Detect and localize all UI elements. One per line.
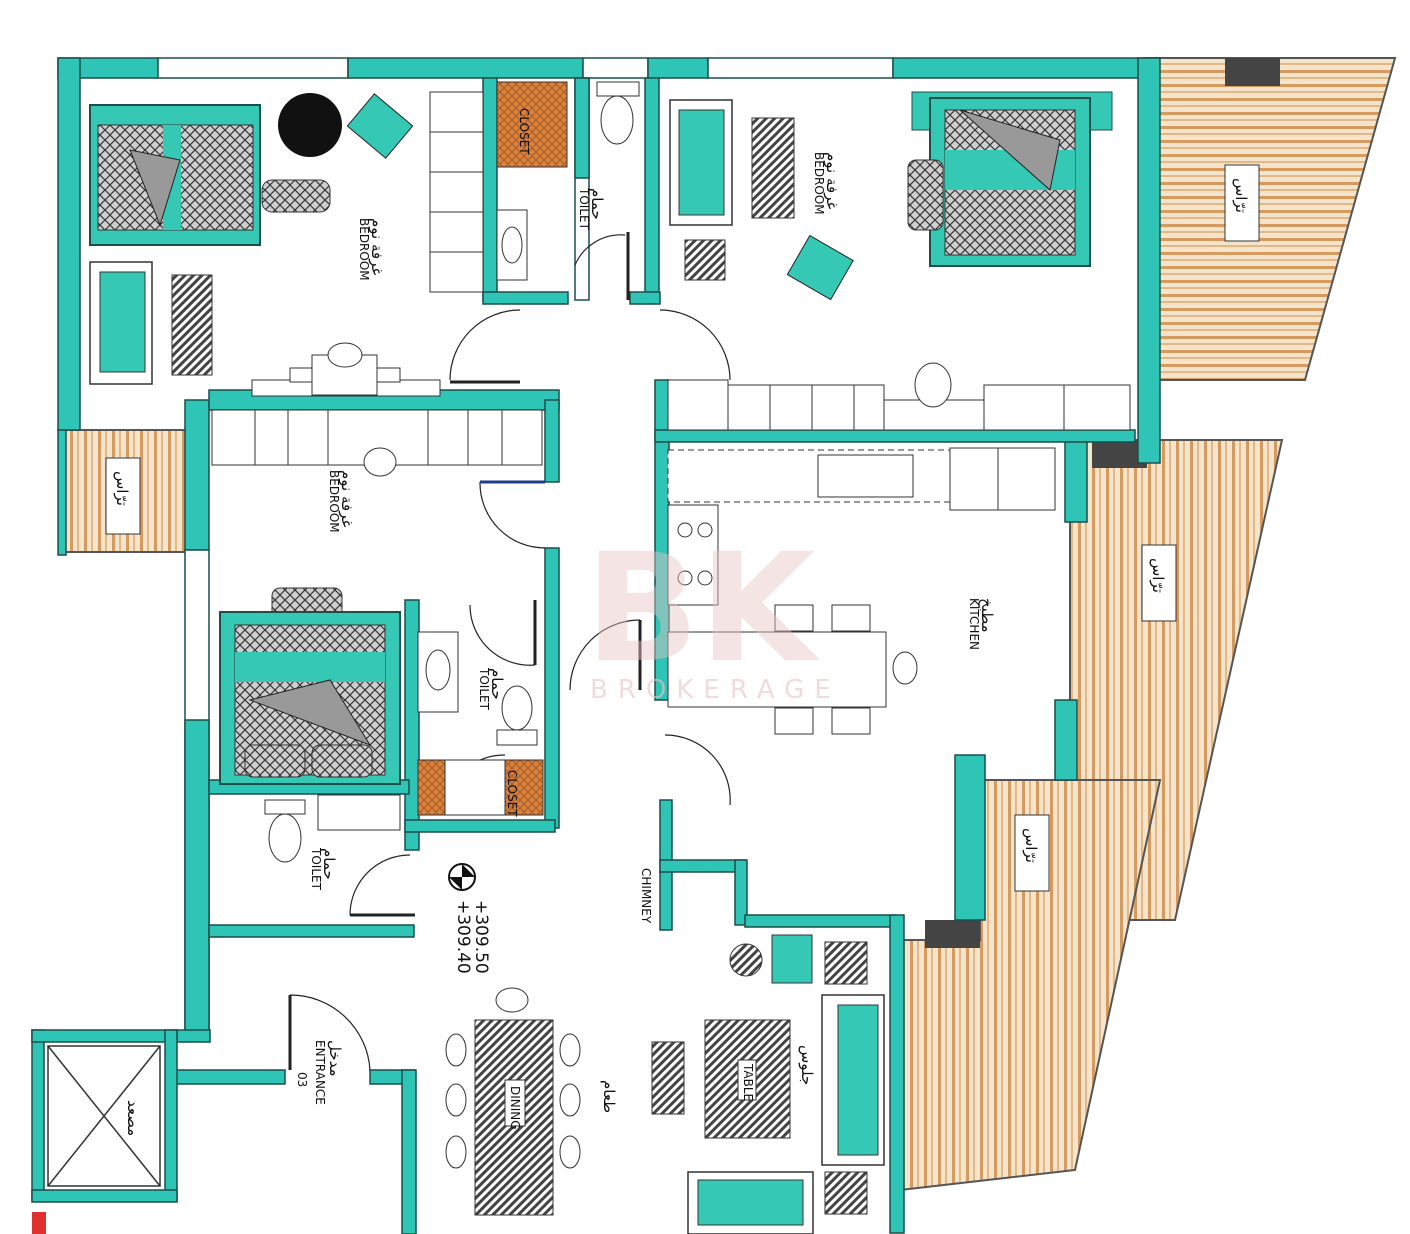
plant-living: [824, 941, 868, 985]
dining-table-label: DINING: [508, 1086, 522, 1130]
svg-text:ترّاس: ترّاس: [1232, 178, 1250, 213]
bed-top-left: [89, 104, 261, 246]
round-rug-icon: [278, 93, 342, 157]
level-marker: [448, 863, 476, 891]
dining-label-ar: طعام: [600, 1080, 618, 1113]
svg-text:ترّاس: ترّاس: [113, 471, 131, 506]
bedroom-middle-label-ar: غرفة نوم: [338, 470, 356, 527]
walls: [31, 57, 1161, 1234]
dining-table: [445, 987, 581, 1216]
lift-shaft: [47, 1045, 161, 1187]
toilet-fixture-bottom: [264, 799, 306, 863]
toilet-top-label: TOILET: [577, 187, 591, 231]
terraces: [61, 57, 1397, 1192]
bedroom-top-left-label-ar: غرفة نوم: [368, 218, 386, 275]
coffee-table-label: TABLE: [741, 1063, 755, 1101]
sofa-top-left: [89, 261, 153, 385]
terrace-labels: ترّاس ترّاس ترّاس ترّاس: [105, 164, 1260, 892]
closet-top: [496, 81, 568, 168]
toilet-fixture-top: [596, 81, 640, 145]
toilet-fixture-middle: [496, 685, 538, 746]
rug-top-left: [171, 274, 213, 376]
toilet-middle-label-ar: حمام: [488, 668, 506, 700]
bedroom-middle-label: BEDROOM: [327, 470, 341, 533]
entrance-label: ENTRANCE: [313, 1040, 327, 1105]
living-label-ar: جلوس: [798, 1045, 816, 1085]
level-value-1: +309.50: [471, 900, 491, 974]
vanity-middle: [417, 631, 459, 713]
entrance-label-ar: مدخل: [326, 1040, 344, 1077]
plant-living-bottom: [824, 1171, 868, 1215]
bed-middle: [219, 587, 401, 785]
svg-text:ترّاس: ترّاس: [1022, 828, 1040, 863]
bed-top-right: [907, 91, 1113, 267]
chimney-label: CHIMNEY: [639, 868, 653, 924]
desk-top-left: [251, 342, 441, 397]
ottoman-top-left: [261, 179, 331, 213]
watermark: BK BROKERAGE: [585, 522, 841, 705]
bedroom-top-right-label-ar: غرفة نوم: [823, 152, 841, 209]
lift-label-ar: مصعد: [124, 1100, 142, 1136]
armchair-top-right: [786, 234, 854, 301]
toilet-bottom-label-ar: حمام: [320, 848, 338, 880]
toilet-middle-label: TOILET: [477, 667, 491, 711]
closet-middle-label: CLOSET: [505, 770, 519, 817]
side-table-living: [729, 943, 763, 977]
closet-top-label: CLOSET: [517, 108, 531, 155]
level-value-2: +309.40: [453, 900, 473, 974]
sofa-top-right: [669, 99, 733, 226]
wardrobe-middle: [211, 409, 543, 477]
kitchen-label: KITCHEN: [967, 598, 981, 650]
kitchen-counters: [667, 447, 1056, 606]
entrance-code: 03: [295, 1072, 309, 1087]
terrace-top-right: [1144, 57, 1397, 381]
wardrobe-top-right: [667, 362, 1131, 431]
vanity-top: [496, 209, 528, 281]
kitchen-label-ar: مطبخ: [978, 598, 996, 633]
sofa-living-right: [821, 994, 885, 1166]
svg-text:BK: BK: [585, 522, 820, 696]
wardrobe-top-left: [429, 91, 484, 293]
armchair-top-left: [346, 93, 414, 159]
sofa-living-bottom: [687, 1171, 814, 1234]
rug-living: [651, 1041, 685, 1115]
toilet-bottom-label: TOILET: [309, 847, 323, 891]
svg-text:ترّاس: ترّاس: [1149, 558, 1167, 593]
bedroom-top-left-label: BEDROOM: [357, 218, 371, 281]
coffee-table: [704, 1019, 791, 1139]
bedroom-top-right-label: BEDROOM: [812, 152, 826, 215]
svg-text:BROKERAGE: BROKERAGE: [590, 675, 841, 705]
kitchen-island: [667, 604, 918, 735]
toilet-top-label-ar: حمام: [588, 188, 606, 220]
side-table-top-right: [684, 239, 726, 281]
vanity-bottom: [317, 794, 401, 831]
armchair-living: [771, 934, 813, 984]
rug-top-right: [751, 117, 795, 219]
